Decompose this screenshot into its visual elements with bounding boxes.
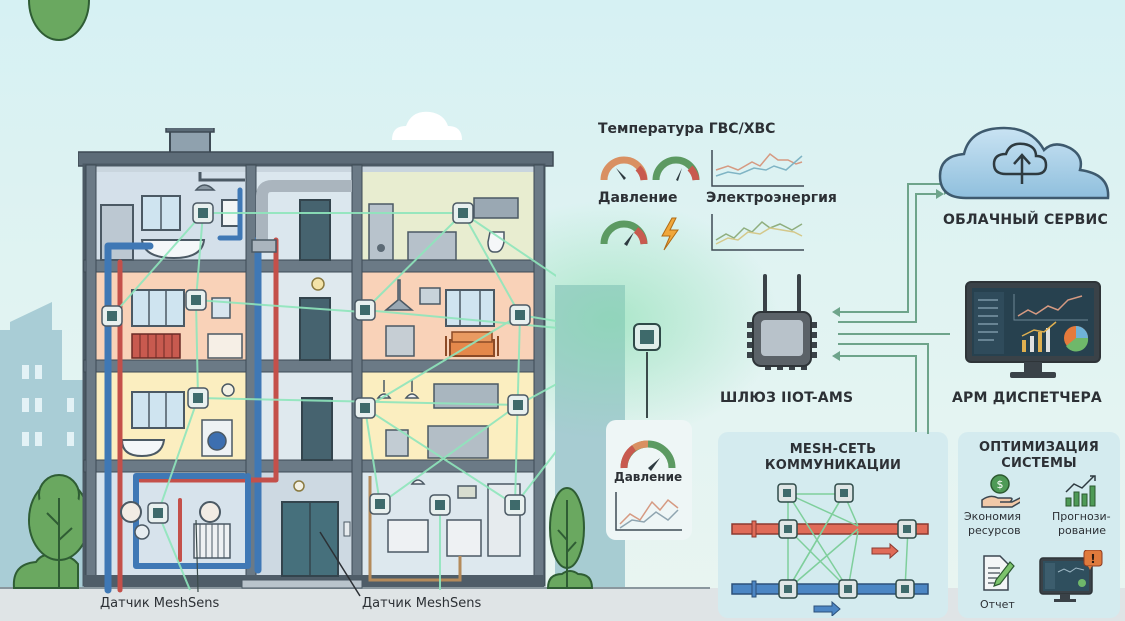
optimization-title-line1: ОПТИМИЗАЦИЯ xyxy=(979,440,1099,455)
water-meter-icon xyxy=(120,501,142,523)
water-meter-icon xyxy=(199,501,221,523)
sink-icon xyxy=(207,333,243,359)
savings-hand-coin-icon: $ xyxy=(981,474,1020,508)
tree-icon xyxy=(12,0,90,589)
sensor-label-right: Датчик MeshSens xyxy=(362,596,482,611)
svg-text:$: $ xyxy=(997,478,1004,491)
gauge-icon xyxy=(620,440,676,471)
temperature-gauges xyxy=(596,146,846,192)
door-icon xyxy=(299,199,333,461)
hood-icon xyxy=(383,279,415,311)
optimization-item-savings-label1: Экономия xyxy=(964,510,1022,523)
flow-arrow-right-icon xyxy=(813,600,841,616)
line-chart-icon xyxy=(711,214,804,251)
gateway-device xyxy=(745,272,835,372)
svg-text:!: ! xyxy=(1090,552,1095,566)
cloud-service xyxy=(938,122,1118,202)
gauge-icon xyxy=(600,156,648,181)
cloud-upload-icon xyxy=(938,126,1110,200)
washing-machine-icon xyxy=(201,419,233,457)
arrow-right-icon xyxy=(936,189,944,199)
lightning-bolt-icon xyxy=(661,217,679,251)
pressure-metric-label: Давление xyxy=(598,190,678,206)
pressure-card-label: Давление xyxy=(614,470,683,484)
mesh-links xyxy=(111,212,556,591)
dispatcher-label: АРМ ДИСПЕТЧЕРА xyxy=(952,390,1102,406)
gauge-icon xyxy=(652,156,700,181)
sensor-label-left: Датчик MeshSens xyxy=(100,596,220,611)
stove-icon xyxy=(427,425,489,459)
tree-icon xyxy=(546,487,594,589)
sensor-node-icon xyxy=(777,483,917,599)
pipes xyxy=(104,187,279,594)
kitchen-cabinets-icon xyxy=(473,197,519,219)
line-chart-icon xyxy=(711,150,804,187)
mesh-panel-title-line2: КОММУНИКАЦИИ xyxy=(764,458,902,473)
oven-icon xyxy=(446,519,482,557)
pressure-electricity-indicators xyxy=(596,210,846,256)
building-illustration xyxy=(78,128,556,597)
growth-bar-chart-icon xyxy=(1065,475,1096,507)
mesh-topology-diagram xyxy=(731,483,929,616)
building-cutaway xyxy=(78,128,556,598)
optimization-item-forecast-label1: Прогнози- xyxy=(1052,510,1111,523)
monitor-dashboard-icon xyxy=(965,281,1101,378)
pressure-card: Давление xyxy=(606,420,692,540)
electricity-metric-label: Электроэнергия xyxy=(706,190,837,206)
line-chart-icon xyxy=(615,492,682,531)
kitchen-counter-icon xyxy=(407,231,457,261)
optimization-panel: ОПТИМИЗАЦИЯ СИСТЕМЫ $ Экономия ресурсов … xyxy=(958,432,1120,618)
cold-pipe-icon xyxy=(731,583,929,595)
arrow-left-icon xyxy=(832,307,840,317)
gauge-icon xyxy=(600,220,648,246)
alert-monitor-icon: ! xyxy=(1039,550,1103,602)
cloud-service-label: ОБЛАЧНЫЙ СЕРВИС xyxy=(943,212,1108,228)
radiator-icon xyxy=(387,519,429,553)
dispatcher-monitor xyxy=(964,280,1104,380)
radiator-icon xyxy=(131,333,181,359)
optimization-item-savings-label2: ресурсов xyxy=(968,524,1021,537)
report-document-pen-icon xyxy=(983,555,1015,591)
flow-arrow-right-icon xyxy=(871,542,899,560)
temperature-metric-label: Температура ГВС/ХВС xyxy=(598,121,776,137)
mesh-network-panel: MESH-СЕТЬ КОММУНИКАЦИИ xyxy=(718,432,948,618)
valve-icon xyxy=(221,383,235,397)
bathtub-icon xyxy=(120,439,166,458)
radiator-icon xyxy=(193,523,231,559)
optimization-item-report-label: Отчет xyxy=(980,598,1015,611)
sensor-meshsens-icon xyxy=(101,202,531,524)
relay-sensor-node xyxy=(632,322,662,422)
lamp-icon xyxy=(410,479,426,485)
arrow-left-icon xyxy=(832,351,840,361)
optimization-item-forecast-label2: рование xyxy=(1058,524,1107,537)
gateway-router-icon xyxy=(747,274,817,370)
gateway-label: ШЛЮЗ IIOT-AMS xyxy=(720,390,854,406)
mesh-panel-title-line1: MESH-СЕТЬ xyxy=(789,442,877,457)
elevator-icon xyxy=(281,501,351,577)
data-flow-arrows xyxy=(830,150,950,440)
shower-icon xyxy=(194,184,216,191)
hot-pipe-icon xyxy=(731,523,929,535)
optimization-title-line2: СИСТЕМЫ xyxy=(1001,456,1077,471)
sky-cloud-icon xyxy=(392,111,462,140)
lamp-icon xyxy=(376,380,420,399)
stove-icon xyxy=(385,325,415,357)
